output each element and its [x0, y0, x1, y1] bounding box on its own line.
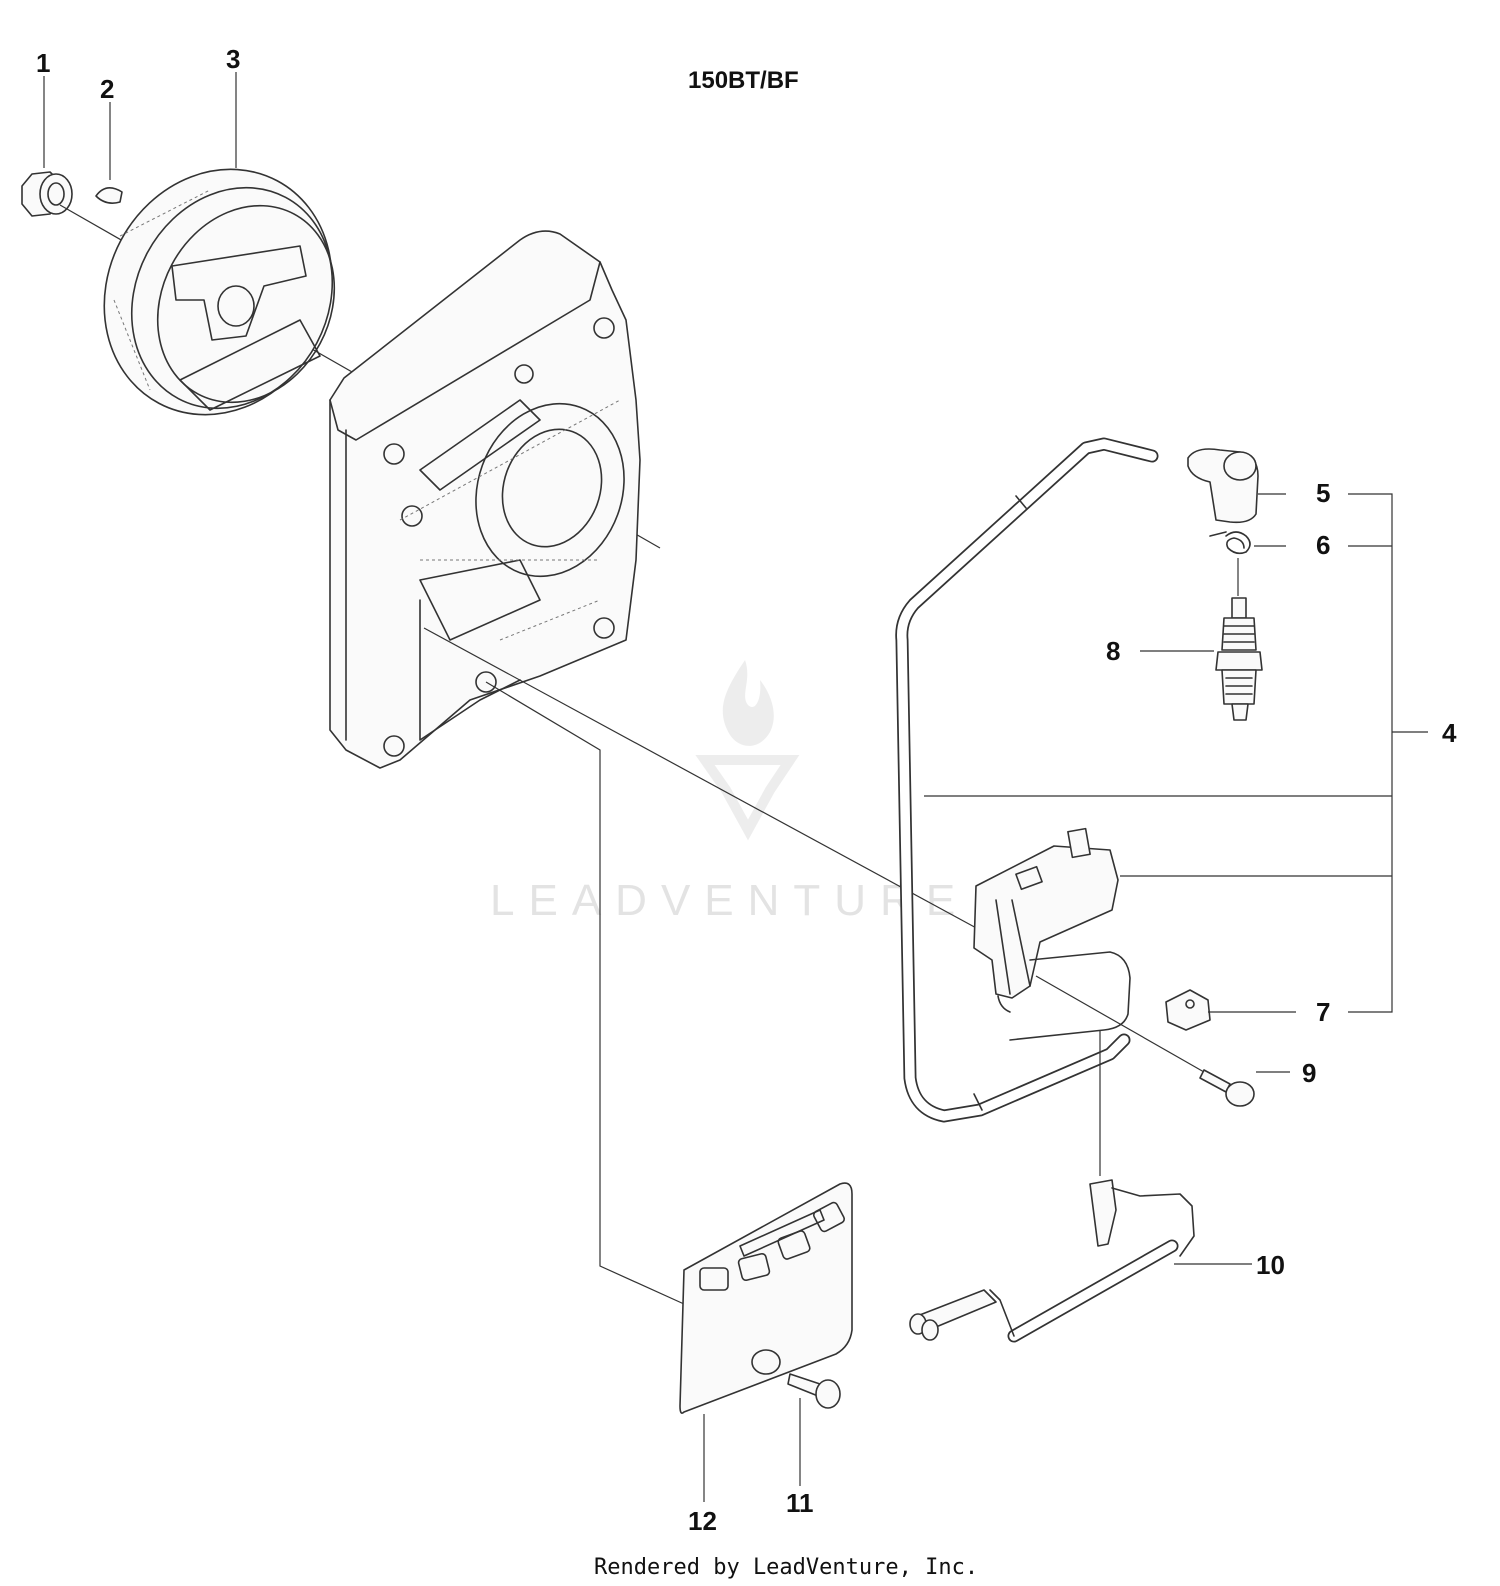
leader-ignition-module — [423, 627, 981, 931]
callout-1: 1 — [36, 48, 50, 78]
part-10-stop-wire — [909, 1179, 1252, 1343]
callout-6: 6 — [1316, 530, 1330, 560]
part-1-nut — [21, 76, 73, 217]
part-5-plug-boot — [1187, 448, 1286, 524]
callout-10: 10 — [1256, 1250, 1285, 1280]
callout-4: 4 — [1442, 718, 1457, 748]
part-6-spring — [1209, 531, 1286, 596]
part-ignition-module — [973, 827, 1131, 1176]
footer-credit: Rendered by LeadVenture, Inc. — [594, 1555, 978, 1580]
part-2-key — [95, 102, 123, 204]
callout-2: 2 — [100, 74, 114, 104]
leader-12 — [485, 681, 685, 1305]
watermark-text: LEADVENTURE — [490, 876, 969, 925]
part-8-spark-plug — [1140, 597, 1263, 721]
watermark-logo — [695, 660, 800, 841]
callout-3: 3 — [226, 44, 240, 74]
bracket-4 — [924, 493, 1428, 1013]
callout-8: 8 — [1106, 636, 1120, 666]
callout-5: 5 — [1316, 478, 1330, 508]
diagram-title: 150BT/BF — [688, 67, 799, 94]
callout-12: 12 — [688, 1506, 717, 1536]
callout-7: 7 — [1316, 997, 1330, 1027]
ignition-lead-wire — [895, 437, 1159, 1123]
part-7-grommet — [1165, 989, 1296, 1031]
part-12-cover — [679, 1182, 853, 1502]
callout-9: 9 — [1302, 1058, 1316, 1088]
callout-labels: 1 2 3 4 5 6 7 8 9 10 11 12 — [36, 44, 1457, 1536]
callout-11: 11 — [786, 1488, 814, 1518]
part-9-screw — [1035, 975, 1290, 1107]
crankcase-housing — [329, 230, 641, 769]
part-11-screw — [787, 1373, 841, 1486]
part-3-flywheel — [103, 72, 336, 416]
